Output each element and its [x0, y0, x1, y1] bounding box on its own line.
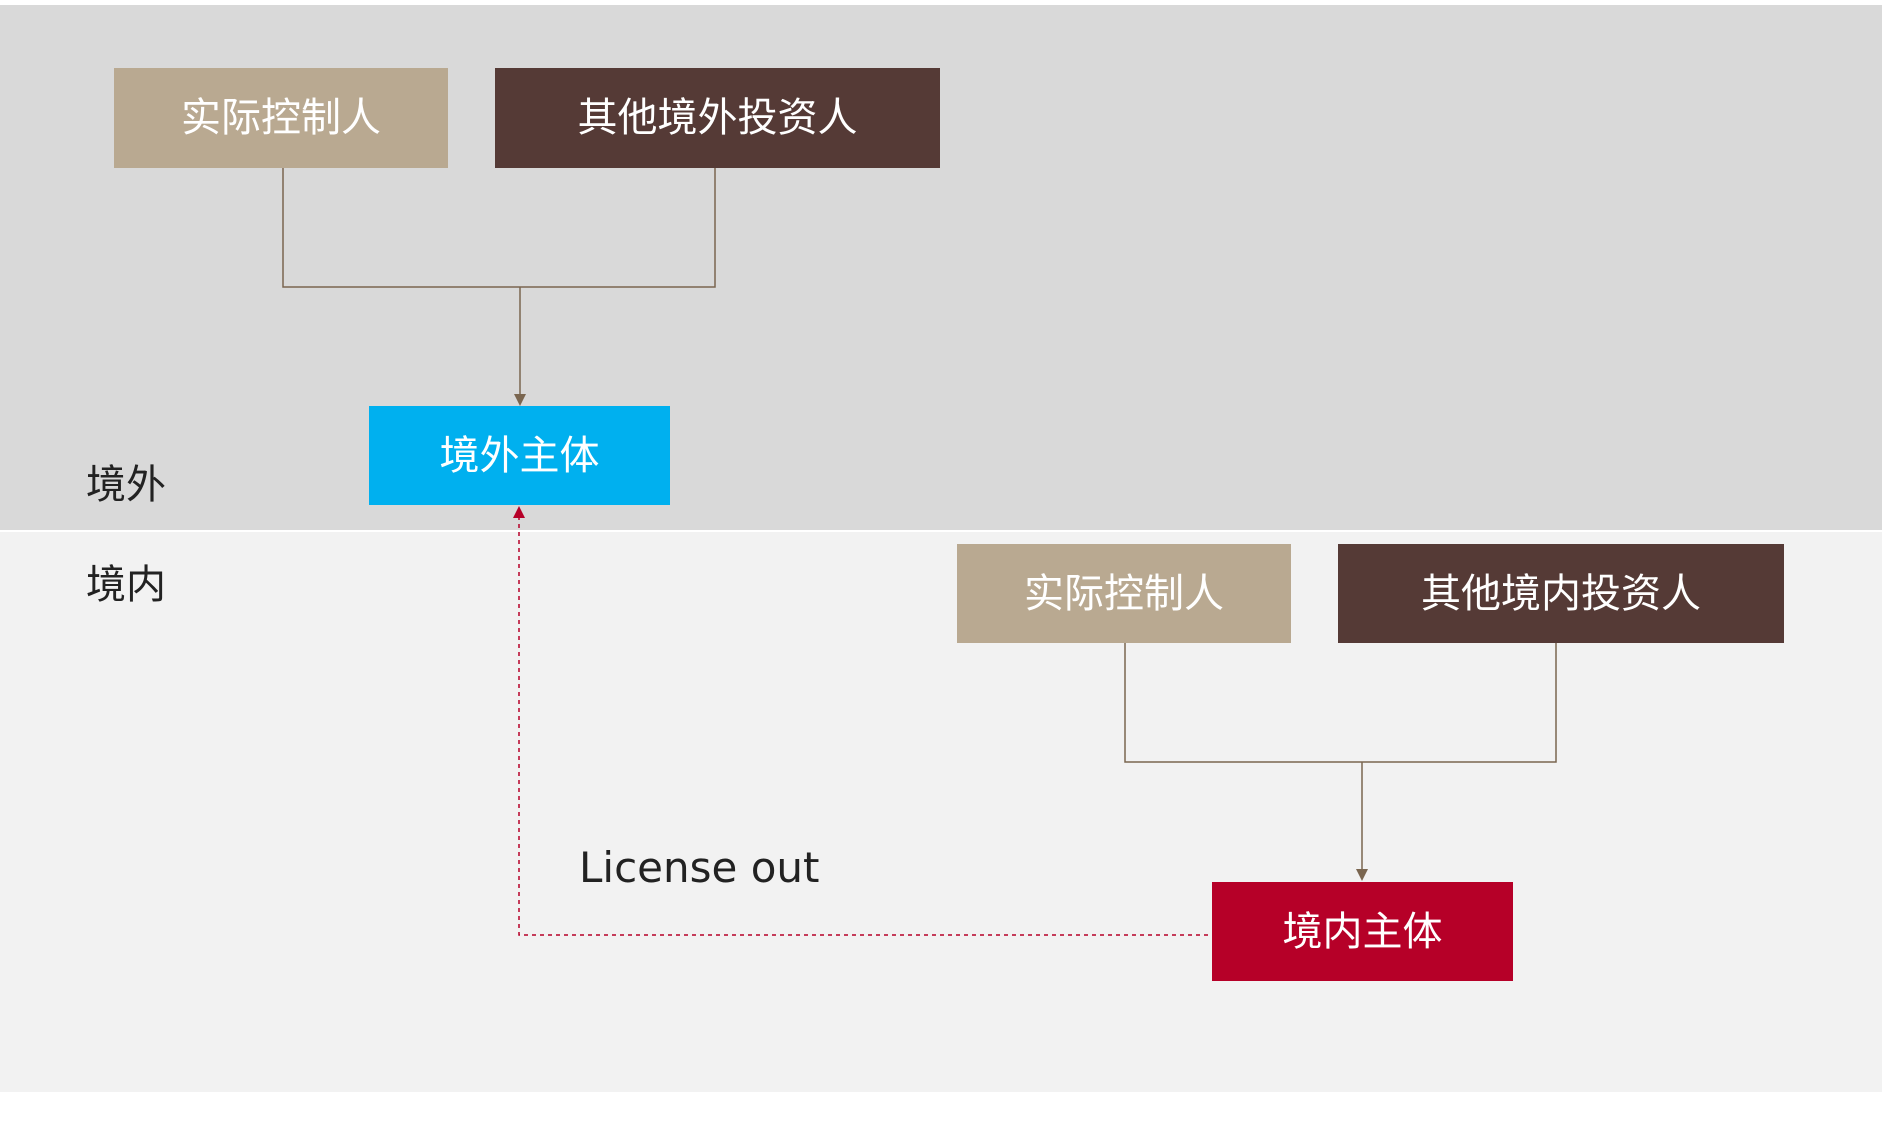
- offshore-investors-label: 其他境外投资人: [577, 95, 858, 141]
- offshore-investors-box: 其他境外投资人: [495, 68, 940, 168]
- offshore-controller-label: 实际控制人: [181, 95, 381, 141]
- license-out-label: License out: [579, 843, 820, 892]
- offshore-entity-label: 境外主体: [439, 432, 600, 479]
- onshore-investors-box: 其他境内投资人: [1338, 544, 1784, 643]
- onshore-zone-label: 境内: [86, 562, 166, 608]
- onshore-entity-box: 境内主体: [1212, 882, 1513, 981]
- onshore-entity-label: 境内主体: [1282, 908, 1443, 955]
- offshore-entity-box: 境外主体: [369, 406, 670, 505]
- onshore-investors-label: 其他境内投资人: [1421, 570, 1701, 617]
- offshore-zone-label: 境外: [86, 462, 166, 508]
- offshore-controller-box: 实际控制人: [114, 68, 448, 168]
- onshore-controller-box: 实际控制人: [957, 544, 1291, 643]
- onshore-controller-label: 实际控制人: [1024, 570, 1224, 617]
